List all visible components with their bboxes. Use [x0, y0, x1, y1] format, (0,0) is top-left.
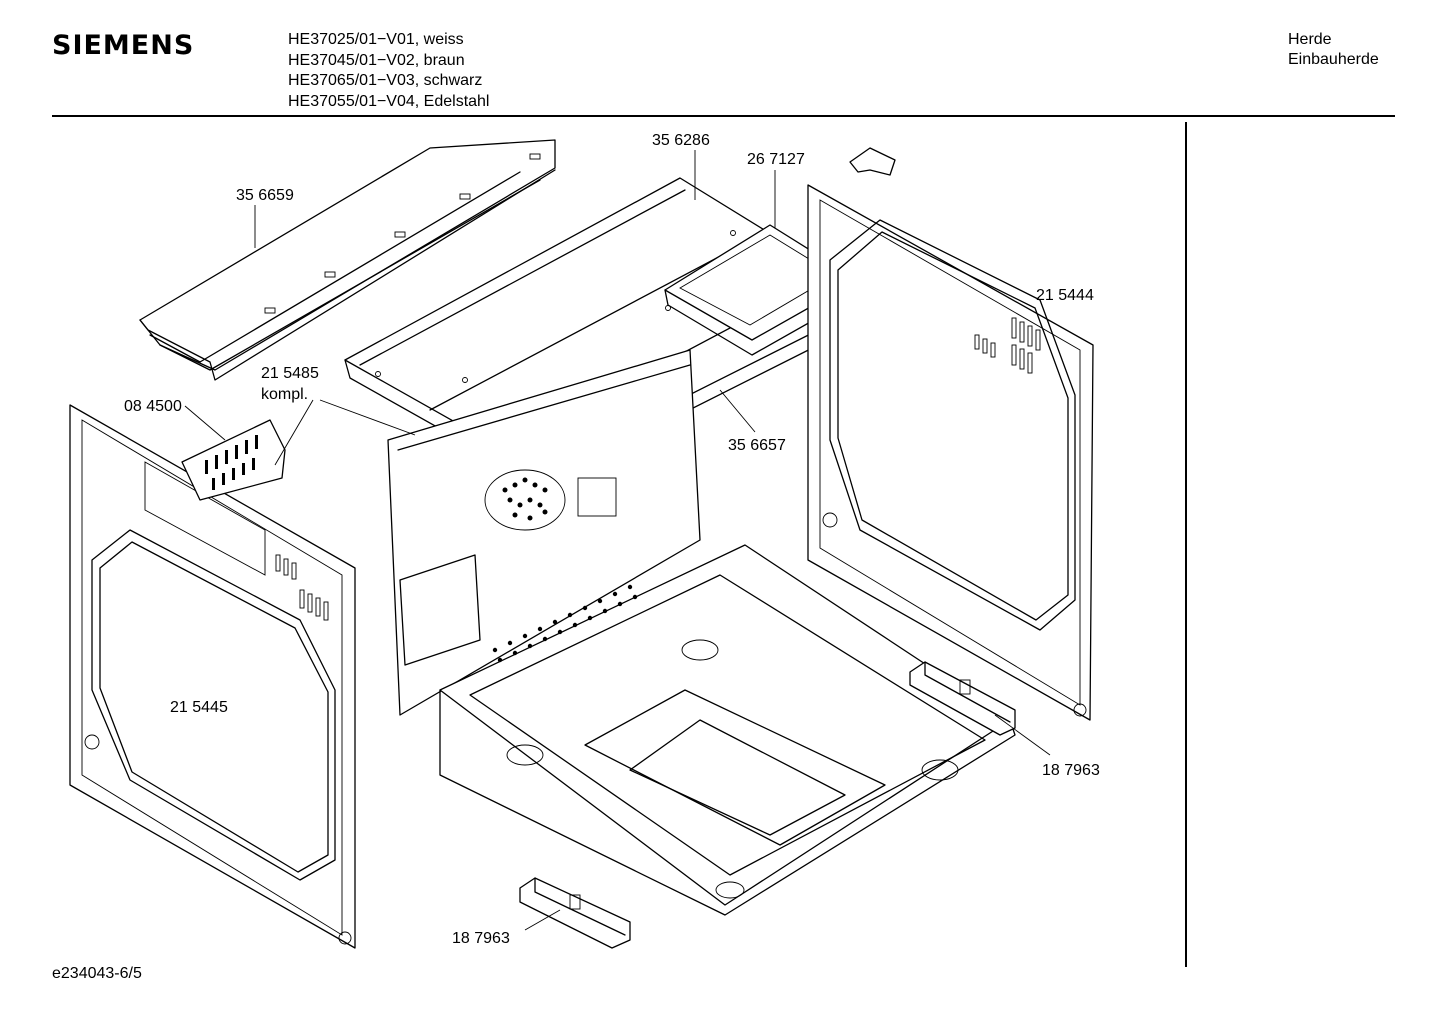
part-label: 21 5444 — [1036, 287, 1094, 304]
brand-logo: SIEMENS — [52, 30, 195, 61]
hinge-rail-part-right — [909, 661, 1016, 736]
vent-slots — [205, 435, 258, 490]
top-rail-part — [139, 139, 556, 381]
vent-grille-part — [181, 419, 286, 501]
header-divider — [52, 115, 1395, 117]
vent-holes — [502, 477, 548, 521]
left-side-panel — [69, 404, 356, 949]
margin-divider — [1185, 122, 1187, 967]
right-side-panel — [807, 184, 1094, 721]
part-label-note: kompl. — [261, 386, 308, 403]
model-line: HE37025/01−V01, weiss — [288, 31, 464, 48]
model-line: HE37065/01−V03, schwarz — [288, 72, 483, 89]
part-label: 35 6657 — [728, 437, 786, 454]
category-line: Herde — [1288, 31, 1332, 48]
small-clip-part — [849, 147, 896, 176]
vent-holes — [492, 584, 638, 663]
part-label: 35 6286 — [652, 132, 710, 149]
part-label: 18 7963 — [452, 930, 510, 947]
hinge-rail-part-bottom — [519, 877, 631, 949]
part-label: 21 5485 — [261, 365, 319, 382]
drawing-code: e234043-6/5 — [52, 965, 142, 982]
leader-lines — [184, 150, 1051, 931]
part-label: 21 5445 — [170, 699, 228, 716]
model-line: HE37045/01−V02, braun — [288, 51, 465, 69]
vent-slots — [275, 554, 329, 621]
model-line: HE37055/01−V04, Edelstahl — [288, 92, 490, 110]
part-label: 26 7127 — [747, 151, 805, 168]
back-panel-part — [387, 349, 701, 716]
part-labels: 35 6659 35 6286 26 7127 21 5444 21 5485 … — [124, 132, 1100, 947]
part-label: 18 7963 — [1042, 762, 1100, 779]
vent-slots — [974, 317, 1041, 374]
oven-base-frame — [439, 544, 1016, 916]
part-label: 08 4500 — [124, 398, 182, 415]
category-line: Einbauherde — [1288, 51, 1379, 68]
model-list: HE37025/01−V01, weiss HE37045/01−V02, br… — [288, 30, 489, 112]
part-label: 35 6659 — [236, 187, 294, 204]
product-category: Herde Einbauherde — [1288, 30, 1379, 70]
